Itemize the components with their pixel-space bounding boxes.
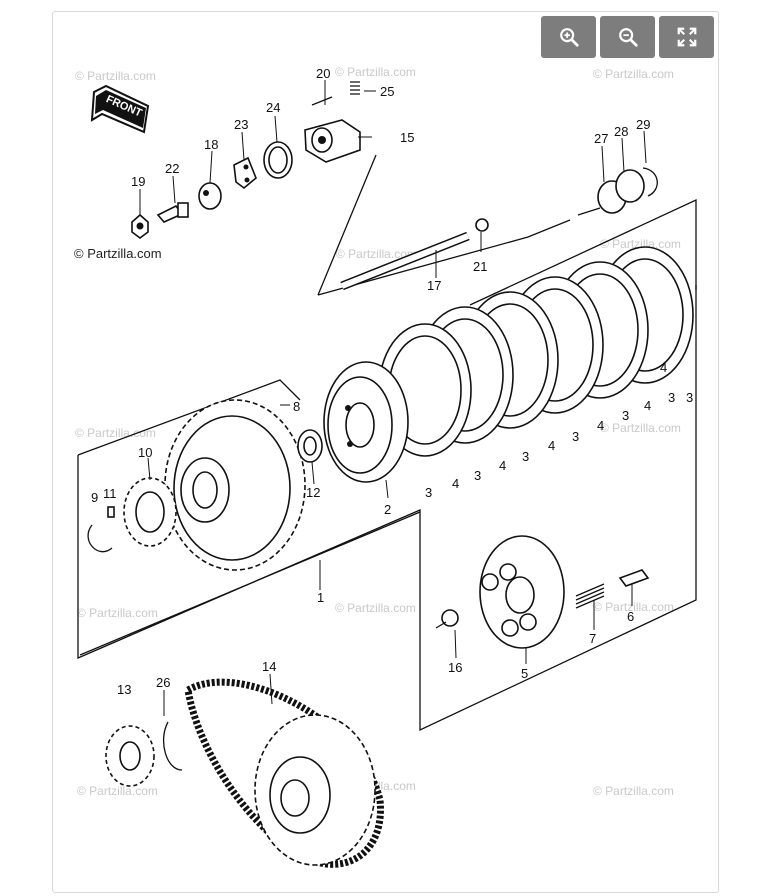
callout-10: 10 <box>138 445 152 460</box>
callout-27: 27 <box>594 131 608 146</box>
circlips <box>597 167 658 214</box>
fullscreen-button[interactable] <box>659 16 714 58</box>
zoom-out-icon <box>618 28 638 47</box>
callouts: 1 2 3 3 3 3 3 3 3 4 4 4 4 4 4 5 6 7 8 9 … <box>91 66 693 697</box>
callout-23: 23 <box>234 117 248 132</box>
callout-3: 3 <box>425 485 432 500</box>
callout-4: 4 <box>644 398 651 413</box>
callout-15: 15 <box>400 130 414 145</box>
callout-28: 28 <box>614 124 628 139</box>
callout-13: 13 <box>117 682 131 697</box>
clutch-housing <box>87 399 323 571</box>
callout-17: 17 <box>427 278 441 293</box>
callout-29: 29 <box>636 117 650 132</box>
watermark-text: © Partzilla.com <box>74 246 162 261</box>
zoom-in-button[interactable] <box>541 16 596 58</box>
leader-lines <box>139 80 647 716</box>
zoom-in-icon <box>559 28 579 47</box>
chain-drive <box>105 678 384 868</box>
callout-26: 26 <box>156 675 170 690</box>
zoom-out-button[interactable] <box>600 16 655 58</box>
callout-4: 4 <box>660 360 667 375</box>
callout-8: 8 <box>293 399 300 414</box>
callout-4: 4 <box>452 476 459 491</box>
callout-2: 2 <box>384 502 391 517</box>
callout-4: 4 <box>597 418 604 433</box>
callout-1: 1 <box>317 590 324 605</box>
callout-3: 3 <box>622 408 629 423</box>
watermark-text: © Partzilla.com <box>77 784 158 798</box>
watermark-text: © Partzilla.com <box>593 67 674 81</box>
callout-3: 3 <box>668 390 675 405</box>
callout-6: 6 <box>627 609 634 624</box>
clutch-plates <box>323 246 694 483</box>
callout-3: 3 <box>686 390 693 405</box>
pressure-plate <box>435 535 650 649</box>
callout-14: 14 <box>262 659 276 674</box>
watermark-text: © Partzilla.com <box>593 784 674 798</box>
zoom-toolbar <box>541 16 714 58</box>
callout-20: 20 <box>316 66 330 81</box>
small-parts <box>131 81 489 291</box>
callout-21: 21 <box>473 259 487 274</box>
callout-22: 22 <box>165 161 179 176</box>
callout-3: 3 <box>572 429 579 444</box>
callout-25: 25 <box>380 84 394 99</box>
callout-18: 18 <box>204 137 218 152</box>
watermark-text: © Partzilla.com <box>77 606 158 620</box>
callout-4: 4 <box>548 438 555 453</box>
watermark-text: © Partzilla.com <box>335 601 416 615</box>
watermark-text: © Partzilla.com <box>336 247 417 261</box>
callout-16: 16 <box>448 660 462 675</box>
front-arrow: FRONT <box>90 84 150 134</box>
callout-24: 24 <box>266 100 280 115</box>
watermark-text: © Partzilla.com <box>600 237 681 251</box>
watermark-text: © Partzilla.com <box>593 600 674 614</box>
callout-9: 9 <box>91 490 98 505</box>
callout-7: 7 <box>589 631 596 646</box>
watermark-text: © Partzilla.com <box>75 426 156 440</box>
callout-3: 3 <box>474 468 481 483</box>
callout-4: 4 <box>499 458 506 473</box>
watermark-text: © Partzilla.com <box>335 65 416 79</box>
callout-19: 19 <box>131 174 145 189</box>
callout-3: 3 <box>522 449 529 464</box>
fullscreen-icon <box>677 27 696 47</box>
watermark-text: © Partzilla.com <box>75 69 156 83</box>
group-outlines <box>77 154 697 732</box>
callout-5: 5 <box>521 666 528 681</box>
callout-11: 11 <box>103 486 117 501</box>
watermark-text: © Partzilla.com <box>600 421 681 435</box>
callout-12: 12 <box>306 485 320 500</box>
